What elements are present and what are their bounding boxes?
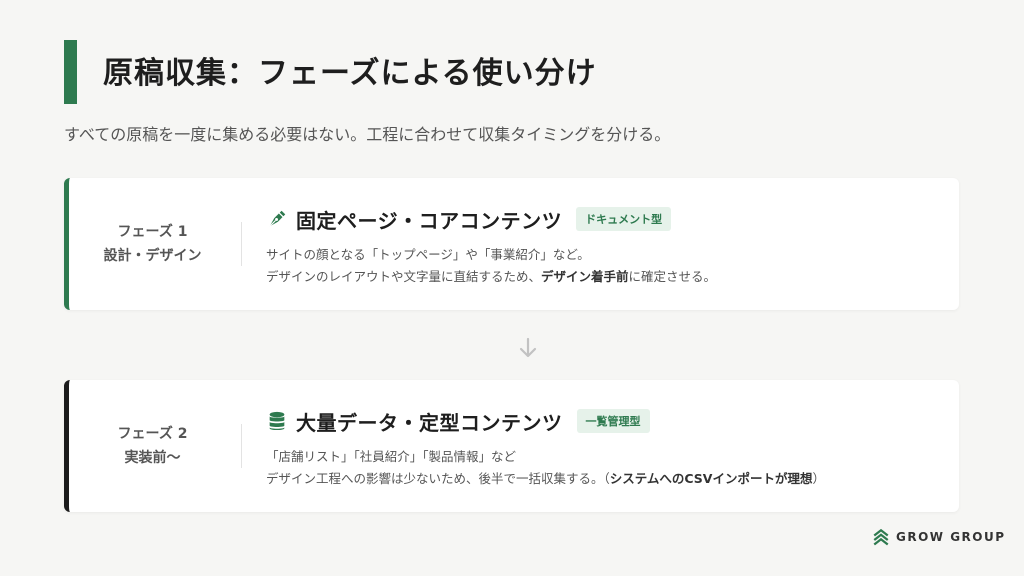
phase1-desc-line2: デザインのレイアウトや文字量に直結するため、デザイン着手前に確定させる。 — [266, 266, 946, 288]
database-icon — [266, 410, 288, 432]
phase2-divider — [241, 424, 242, 468]
phase2-label-stage: 実装前〜 — [124, 450, 181, 466]
arrow-down-icon — [519, 337, 537, 358]
phase1-desc-line2-a: デザインのレイアウトや文字量に直結するため、 — [266, 269, 542, 284]
phase1-heading: 固定ページ・コアコンテンツ — [296, 208, 563, 233]
phase2-description: 「店舗リスト」「社員紹介」「製品情報」など デザイン工程への影響は少ないため、後… — [266, 446, 946, 490]
phase1-tag: ドキュメント型 — [576, 207, 672, 231]
page-subtitle: すべての原稿を一度に集める必要はない。工程に合わせて収集タイミングを分ける。 — [64, 125, 671, 144]
phase1-desc-line1: サイトの顔となる「トップページ」や「事業紹介」など。 — [266, 247, 590, 262]
phase2-body: 大量データ・定型コンテンツ 一覧管理型 「店舗リスト」「社員紹介」「製品情報」な… — [266, 404, 946, 490]
grow-group-logo: GROW GROUP — [872, 528, 1006, 546]
pen-nib-icon — [266, 208, 288, 230]
phase2-heading-row: 大量データ・定型コンテンツ 一覧管理型 — [266, 404, 946, 438]
phase2-label-number: フェーズ 2 — [117, 426, 188, 442]
phase1-description: サイトの顔となる「トップページ」や「事業紹介」など。 デザインのレイアウトや文字… — [266, 244, 946, 288]
logo-text: GROW GROUP — [896, 530, 1006, 544]
phase1-heading-row: 固定ページ・コアコンテンツ ドキュメント型 — [266, 202, 946, 236]
phase1-label-stage: 設計・デザイン — [103, 248, 202, 264]
phase1-divider — [241, 222, 242, 266]
phase1-desc-line2-b: に確定させる。 — [628, 269, 717, 284]
phase2-heading: 大量データ・定型コンテンツ — [296, 410, 563, 435]
phase2-label: フェーズ 2 実装前〜 — [69, 380, 236, 512]
phase2-desc-line2-b: ） — [812, 471, 825, 486]
phase2-card: フェーズ 2 実装前〜 大量データ・定型コンテンツ 一覧管理型 「店舗リスト」「… — [64, 380, 959, 512]
page-title: 原稿収集：フェーズによる使い分け — [103, 56, 597, 91]
phase2-desc-line1: 「店舗リスト」「社員紹介」「製品情報」など — [266, 449, 517, 464]
phase1-card: フェーズ 1 設計・デザイン 固定ページ・コアコンテンツ ドキュメント型 サイト… — [64, 178, 959, 310]
title-accent-bar — [64, 40, 77, 104]
phase1-desc-line2-bold: デザイン着手前 — [541, 269, 629, 284]
phase2-tag: 一覧管理型 — [576, 409, 650, 433]
phase1-label-number: フェーズ 1 — [117, 224, 188, 240]
phase2-desc-line2-a: デザイン工程への影響は少ないため、後半で一括収集する。（ — [266, 471, 610, 486]
phase1-label: フェーズ 1 設計・デザイン — [69, 178, 236, 310]
phase2-desc-line2-bold: システムへのCSVインポートが理想 — [609, 471, 813, 486]
phase1-body: 固定ページ・コアコンテンツ ドキュメント型 サイトの顔となる「トップページ」や「… — [266, 202, 946, 288]
grow-group-logo-icon — [873, 528, 889, 546]
phase2-desc-line2: デザイン工程への影響は少ないため、後半で一括収集する。（システムへのCSVインポ… — [266, 468, 946, 490]
